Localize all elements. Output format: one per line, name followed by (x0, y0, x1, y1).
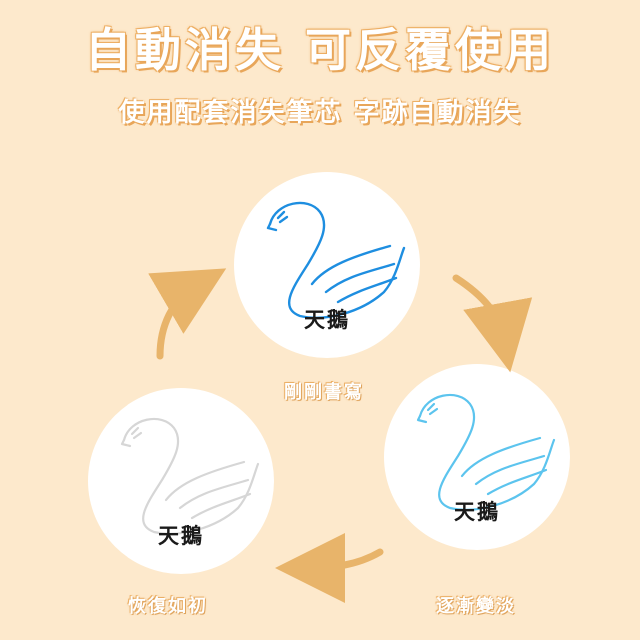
swan-word: 天鵝 (304, 308, 350, 332)
stage-circle-fading: 天鵝 (384, 364, 570, 550)
stage-circle-written: 天鵝 (234, 172, 420, 358)
swan-word: 天鵝 (454, 500, 500, 524)
swan-word: 天鵝 (158, 524, 204, 548)
swan-outline-icon (266, 201, 406, 319)
caption-written: 剛剛書寫 (284, 382, 364, 403)
subheadline: 使用配套消失筆芯 字跡自動消失 (118, 98, 522, 128)
caption-fading: 逐漸變淡 (436, 596, 516, 617)
caption-restored: 恢復如初 (128, 596, 208, 617)
stage-circle-restored: 天鵝 (88, 388, 274, 574)
headline: 自動消失 可反覆使用 (84, 23, 555, 77)
swan-outline-icon (120, 418, 260, 535)
swan-outline-icon (416, 394, 556, 511)
